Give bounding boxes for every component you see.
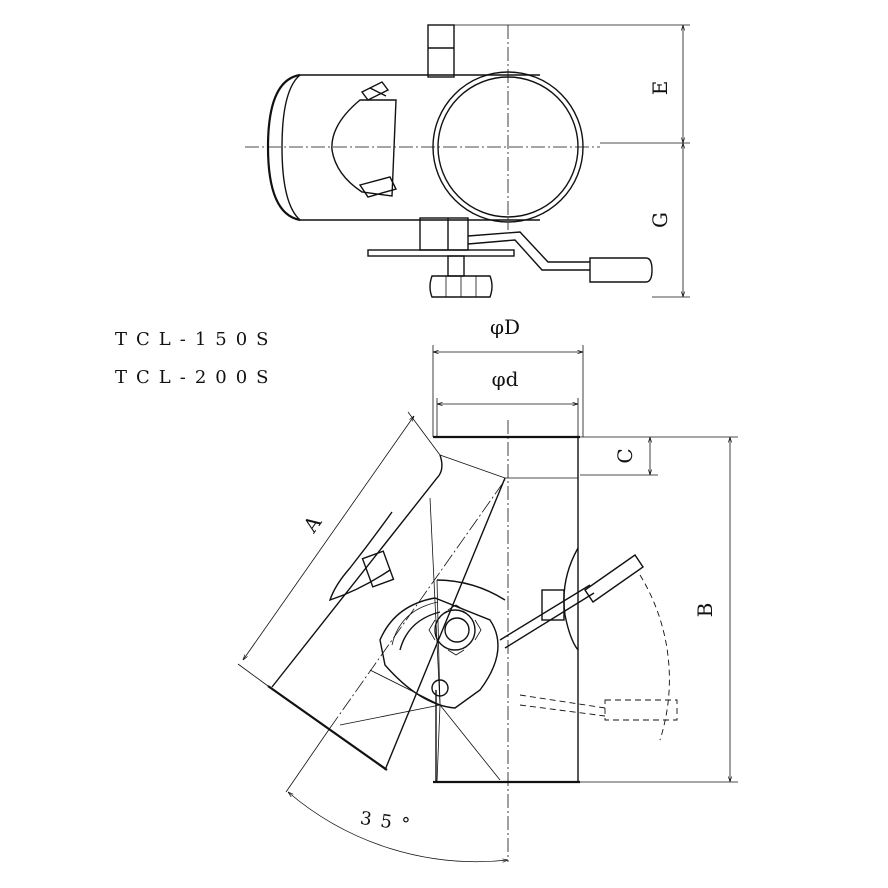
damper-rays (339, 497, 501, 783)
top-clamp (427, 24, 455, 78)
latch-clip (360, 81, 390, 101)
front-view: φD φd (237, 315, 738, 862)
label-outer-diameter: φD (490, 315, 520, 339)
top-view: E G (245, 24, 690, 298)
body-outline (300, 74, 540, 221)
label-angle: 35° (359, 808, 420, 837)
knob (434, 609, 476, 651)
pivot (431, 679, 449, 697)
label-a: A (298, 511, 327, 538)
knob (429, 275, 493, 298)
dial-plate (367, 249, 515, 257)
handle-grip (589, 257, 653, 283)
handle-bracket (541, 589, 565, 621)
label-e: E (648, 81, 672, 96)
handle-rod (499, 584, 595, 649)
shaft-housing (419, 217, 469, 251)
handle-ghost (519, 694, 606, 717)
handle-grip (584, 554, 644, 603)
label-c: C (613, 448, 637, 463)
swing-arc (639, 574, 670, 741)
label-b: B (693, 603, 717, 618)
latch (331, 99, 397, 197)
right-latch (563, 547, 579, 651)
damper-arc (436, 579, 506, 601)
branch-wall-right (384, 477, 506, 771)
left-latch (328, 511, 393, 602)
branch-flange (267, 685, 388, 771)
body-left-end (266, 73, 301, 222)
handle-rod (467, 231, 590, 271)
label-g: G (648, 212, 672, 228)
label-inner-diameter: φd (492, 367, 519, 391)
branch-wall-left (271, 454, 443, 688)
dimension-a (243, 416, 414, 660)
model-label: TCL-200S (115, 367, 278, 388)
angle-arc (288, 792, 508, 862)
model-label: TCL-150S (115, 329, 278, 350)
